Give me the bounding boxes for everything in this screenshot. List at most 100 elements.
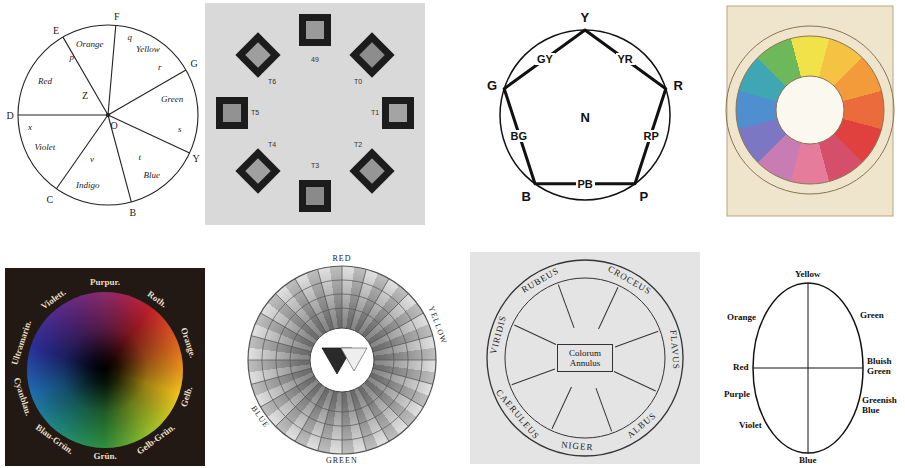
ring-border — [736, 36, 884, 184]
latin-circle — [487, 260, 683, 456]
sample-number: 49 — [311, 56, 319, 64]
hue-letter: BG — [509, 130, 530, 142]
hue-letter: Y — [581, 11, 590, 25]
panel-grounds — [205, 3, 425, 225]
latin-circle — [487, 260, 683, 456]
colour-name: Orange — [76, 40, 104, 50]
sample-number: T1 — [371, 109, 379, 117]
panel-grounds — [727, 6, 893, 216]
sample-number: T5 — [251, 109, 259, 117]
point-letter: p — [70, 53, 75, 63]
newton-circle — [108, 115, 131, 202]
ring-border — [776, 76, 844, 144]
newton-circle — [63, 37, 108, 115]
colour-name: Green — [860, 311, 884, 321]
centre-box: Colorum Annulus — [557, 344, 613, 373]
hue-letter: YR — [616, 53, 635, 65]
newton-circle — [108, 115, 190, 153]
grey-wheel-rings — [310, 328, 374, 392]
sample-number: T2 — [354, 141, 362, 149]
point-letter: s — [178, 125, 182, 135]
colour-name: Yellow — [136, 45, 160, 55]
grey-sample — [306, 21, 324, 39]
munsell-circle — [500, 30, 670, 200]
grey-sample — [382, 97, 414, 129]
grey-sample — [245, 42, 270, 67]
colour-name: Yellow — [795, 270, 821, 280]
hue-letter: B — [522, 190, 531, 204]
point-letter: B — [130, 207, 137, 218]
ring-border — [726, 26, 894, 194]
point-letter: Z — [82, 90, 88, 101]
grey-sample — [216, 14, 414, 212]
grey-wheel-rings — [261, 313, 424, 407]
colour-name: Grün. — [94, 452, 117, 462]
latin-circle — [552, 387, 571, 429]
ring-border — [726, 26, 894, 194]
colour-name: Orange — [727, 313, 756, 323]
point-letter: q — [128, 33, 133, 43]
latin-circle — [599, 287, 618, 329]
point-letter: F — [114, 11, 120, 22]
grey-sample — [235, 32, 280, 77]
colour-name: Red — [733, 363, 749, 373]
latin-circle — [596, 388, 612, 431]
ellipse-diagram — [753, 283, 863, 453]
grey-wheel-rings — [341, 348, 367, 371]
sample-number: T4 — [268, 141, 276, 149]
point-letter: G — [191, 58, 198, 69]
point-letter: x — [28, 123, 32, 133]
newton-circle — [108, 70, 186, 115]
grey-sample — [349, 32, 394, 77]
munsell-circle — [500, 30, 670, 200]
grey-sample — [359, 42, 384, 67]
colour-name: Purple — [724, 390, 750, 400]
colour-name: GREEN — [326, 457, 358, 466]
point-letter: C — [47, 194, 54, 205]
grey-sample — [216, 97, 248, 129]
grey-sample — [245, 158, 270, 183]
point-letter: O — [111, 120, 118, 131]
grey-sample — [389, 104, 407, 122]
newton-circle — [56, 115, 108, 189]
point-letter: r — [158, 63, 162, 73]
grey-sample — [359, 158, 384, 183]
hue-letter: R — [674, 79, 683, 93]
newton-circle — [18, 25, 198, 205]
grey-wheel-rings — [248, 266, 436, 454]
sample-number: T0 — [354, 78, 362, 86]
latin-circle — [614, 372, 656, 391]
grey-sample — [349, 148, 394, 193]
grey-sample — [223, 104, 241, 122]
colour-name: Greenish Blue — [862, 396, 904, 416]
latin-circle — [558, 285, 574, 328]
point-letter: t — [139, 153, 142, 163]
point-letter: v — [90, 155, 94, 165]
grey-sample — [349, 148, 394, 193]
point-letter: Y — [193, 153, 200, 164]
colour-name: RED — [333, 255, 352, 264]
point-letter: D — [7, 110, 14, 121]
latin-circle — [512, 369, 555, 385]
grey-sample — [299, 14, 331, 46]
colour-wheel — [27, 292, 183, 448]
grey-sample — [306, 187, 324, 205]
newton-circle — [18, 25, 198, 205]
panel-grounds — [470, 252, 700, 464]
grey-sample — [235, 32, 280, 77]
colour-name: Violet — [35, 143, 56, 153]
latin-circle — [514, 325, 556, 344]
sample-number: T3 — [311, 162, 319, 170]
panel-grounds — [5, 268, 205, 466]
newton-circle — [108, 25, 116, 115]
hue-letter: PB — [576, 178, 595, 190]
ellipse-diagram — [753, 368, 863, 369]
colour-name: Blue — [144, 171, 161, 181]
grey-sample — [235, 148, 280, 193]
hue-letter: RP — [642, 130, 661, 142]
grey-wheel-rings — [276, 294, 409, 427]
grey-wheel-rings — [248, 266, 436, 454]
grey-wheel-rings — [295, 279, 389, 442]
